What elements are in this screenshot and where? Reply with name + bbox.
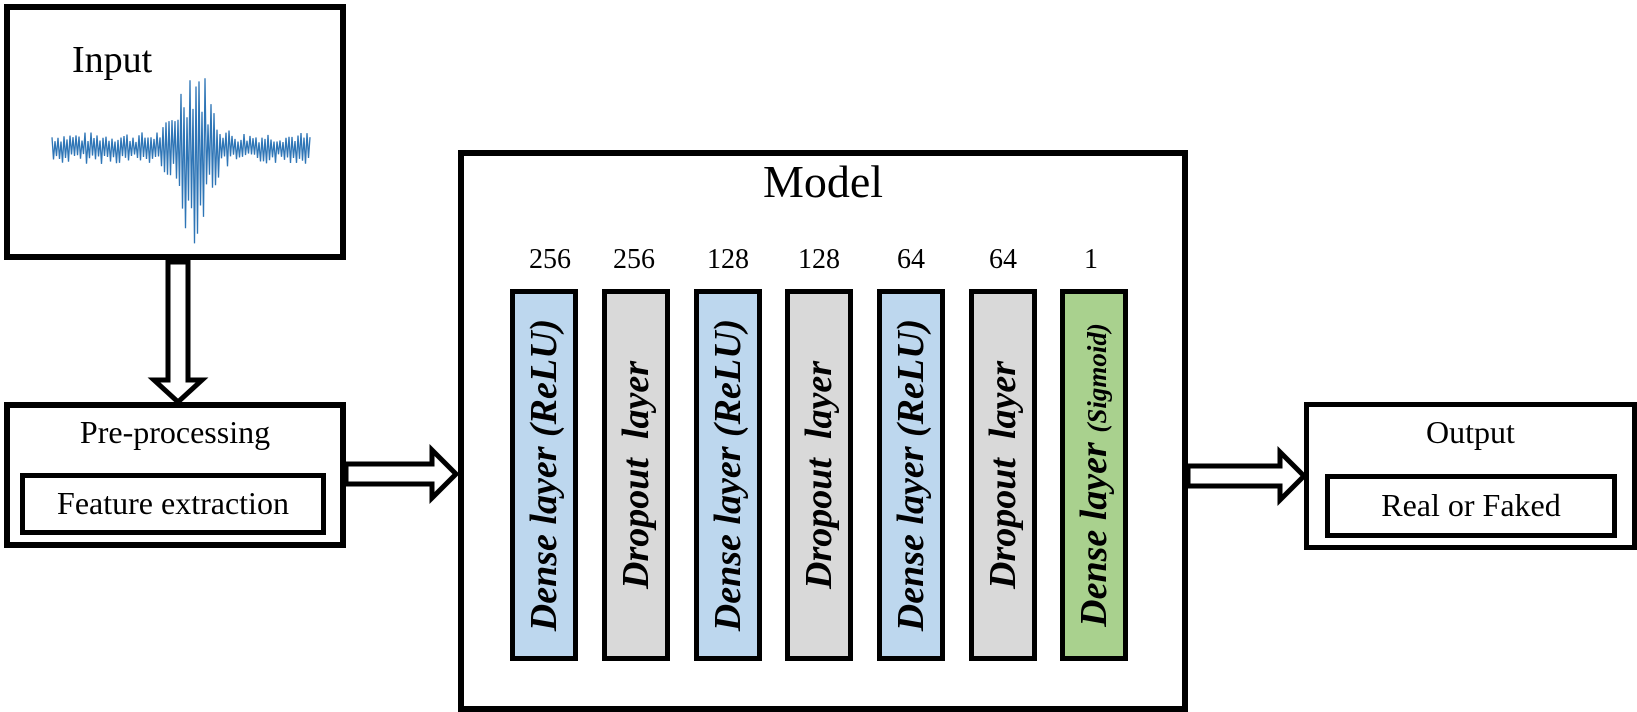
dense-layer-2-name: Dense layer (707, 446, 749, 632)
dropout-layer-1: Dropout layer (602, 289, 670, 661)
output-title: Output (1426, 414, 1515, 450)
feature-extraction-box (20, 473, 326, 535)
model-title: Model (762, 156, 884, 207)
dense-layer-2-activation: (ReLU) (707, 318, 749, 437)
dropout-layer-2-name: Dropout layer (798, 361, 840, 589)
result-label: Real or Faked (1381, 487, 1561, 523)
dense-layer-1: Dense layer (ReLU) (510, 289, 578, 661)
input-box (4, 4, 346, 260)
feature-extraction-label: Feature extraction (57, 485, 289, 521)
layer-units-5: 64 (897, 244, 925, 275)
dropout-layer-3-name: Dropout layer (982, 361, 1024, 589)
dense-layer-3-activation: (ReLU) (890, 318, 932, 437)
dropout-layer-1-name: Dropout layer (615, 361, 657, 589)
dense-layer-2: Dense layer (ReLU) (694, 289, 762, 661)
layer-units-4: 128 (798, 244, 840, 275)
dense-layer-3: Dense layer (ReLU) (877, 289, 945, 661)
output-dense-layer-activation: (Sigmoid) (1082, 323, 1112, 433)
layer-units-7: 1 (1084, 244, 1098, 275)
dense-layer-1-name: Dense layer (523, 446, 565, 632)
output-dense-layer-name: Dense layer (1073, 442, 1115, 627)
dropout-layer-3: Dropout layer (969, 289, 1037, 661)
layer-units-1: 256 (529, 244, 571, 275)
input-label: Input (72, 39, 153, 81)
dense-layer-1-activation: (ReLU) (523, 318, 565, 437)
result-box (1325, 474, 1617, 538)
layer-units-6: 64 (989, 244, 1017, 275)
output-dense-layer: Dense layer (Sigmoid) (1060, 289, 1128, 661)
dense-layer-3-name: Dense layer (890, 446, 932, 632)
layer-units-2: 256 (613, 244, 655, 275)
dropout-layer-2: Dropout layer (785, 289, 853, 661)
preprocessing-title: Pre-processing (79, 414, 271, 450)
layer-units-3: 128 (707, 244, 749, 275)
